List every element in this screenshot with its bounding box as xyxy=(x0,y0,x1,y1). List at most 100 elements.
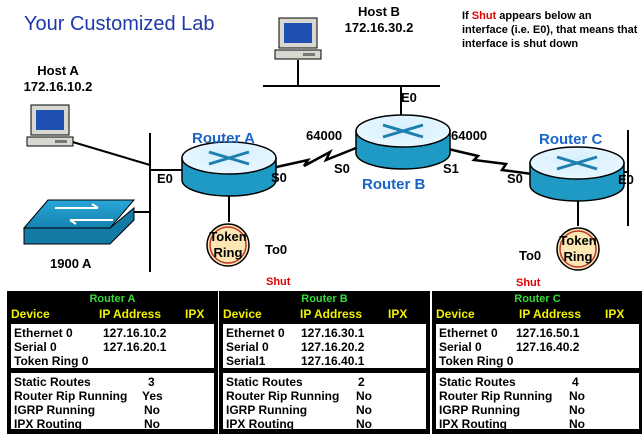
setting-value: 2 xyxy=(358,375,365,389)
router-c-panel-header: Device IP Address IPX xyxy=(433,306,642,322)
router-c-label: Router C xyxy=(539,131,603,148)
router-c-panel: Router C Device IP Address IPX Ethernet … xyxy=(432,291,642,434)
table-row: Token Ring 0 xyxy=(436,354,639,368)
token-ring-a-icon xyxy=(206,223,250,267)
token-ring-a-line1: Token xyxy=(209,229,247,244)
table-row: Ethernet 0 127.16.50.1 xyxy=(436,326,639,340)
router-c-shut-label: Shut xyxy=(516,277,541,289)
interface-ip: 127.16.50.1 xyxy=(516,326,580,340)
interface-name: Token Ring 0 xyxy=(14,354,89,368)
router-a-col-ipx: IPX xyxy=(185,307,205,321)
token-ring-c-line1: Token xyxy=(559,233,597,248)
table-row: Token Ring 0 xyxy=(11,354,214,368)
router-a-panel: Router A Device IP Address IPX Ethernet … xyxy=(7,291,218,434)
router-a-col-device: Device xyxy=(11,307,50,321)
note-shut-word: Shut xyxy=(471,10,497,22)
table-row: IPX Routing No xyxy=(436,417,639,431)
router-c-icon[interactable] xyxy=(529,146,625,202)
setting-value: 3 xyxy=(148,375,155,389)
interface-name: Serial1 xyxy=(226,354,266,368)
setting-label: IGRP Running xyxy=(226,403,308,417)
interface-name: Token Ring 0 xyxy=(439,354,514,368)
router-c-col-device: Device xyxy=(436,307,475,321)
router-c-col-ipx: IPX xyxy=(605,307,625,321)
shut-note: If Shut appears below an interface (i.e.… xyxy=(462,9,640,51)
table-row: Serial1 127.16.40.1 xyxy=(223,354,426,368)
setting-label: Router Rip Running xyxy=(226,389,340,403)
interface-name: Ethernet 0 xyxy=(14,326,73,340)
setting-value: No xyxy=(569,403,585,417)
setting-value: No xyxy=(569,389,585,403)
token-ring-a[interactable]: Token Ring xyxy=(205,222,251,268)
setting-label: Router Rip Running xyxy=(14,389,128,403)
table-row: IGRP Running No xyxy=(436,403,639,417)
table-row: Static Routes 2 xyxy=(223,375,426,389)
router-a-settings: Static Routes 3 Router Rip Running Yes IGR… xyxy=(10,372,215,431)
router-a-s0-label: S0 xyxy=(271,170,287,185)
token-ring-a-text: Token Ring xyxy=(205,222,251,268)
setting-value: 4 xyxy=(572,375,579,389)
setting-value: No xyxy=(356,417,372,431)
host-a-label: Host A 172.16.10.2 xyxy=(18,63,98,95)
router-b-e0-label: E0 xyxy=(401,90,417,105)
setting-label: IGRP Running xyxy=(14,403,96,417)
interface-ip: 127.16.20.1 xyxy=(103,340,167,354)
switch-icon[interactable] xyxy=(22,199,136,245)
router-c-to0-label: To0 xyxy=(519,248,542,263)
setting-label: IPX Routing xyxy=(439,417,507,431)
setting-label: Static Routes xyxy=(439,375,516,389)
interface-name: Ethernet 0 xyxy=(439,326,498,340)
note-prefix: If xyxy=(462,10,472,22)
router-b-col-device: Device xyxy=(223,307,262,321)
router-c-s0-label: S0 xyxy=(507,171,523,186)
token-ring-c[interactable]: Token Ring xyxy=(555,226,601,272)
interface-ip: 127.16.40.2 xyxy=(516,340,580,354)
router-b-icon[interactable] xyxy=(355,114,451,170)
setting-label: Static Routes xyxy=(14,375,91,389)
router-b-col-ip: IP Address xyxy=(300,307,363,321)
setting-label: IPX Routing xyxy=(226,417,294,431)
router-c-e0-label: E0 xyxy=(618,172,634,187)
token-ring-c-icon xyxy=(556,227,600,271)
host-a-computer-icon[interactable] xyxy=(26,104,74,147)
table-row: IPX Routing No xyxy=(223,417,426,431)
host-b-label: Host B 172.16.30.2 xyxy=(334,4,424,36)
link-ab-bandwidth: 64000 xyxy=(306,128,343,143)
interface-name: Serial 0 xyxy=(439,340,482,354)
interface-name: Serial 0 xyxy=(14,340,57,354)
router-c-interfaces: Ethernet 0 127.16.50.1 Serial 0 127.16.40.… xyxy=(435,323,640,369)
setting-value: No xyxy=(356,389,372,403)
interface-name: Serial 0 xyxy=(226,340,269,354)
interface-ip: 127.16.40.1 xyxy=(301,354,365,368)
router-a-col-ip: IP Address xyxy=(99,307,162,321)
router-b-panel-header: Device IP Address IPX xyxy=(220,306,429,322)
interface-ip: 127.16.30.1 xyxy=(301,326,365,340)
router-b-s1-label: S1 xyxy=(443,161,459,176)
router-b-col-ipx: IPX xyxy=(388,307,408,321)
setting-label: IPX Routing xyxy=(14,417,82,431)
setting-value: No xyxy=(144,403,160,417)
router-a-to0-label: To0 xyxy=(265,242,288,257)
table-row: Router Rip Running Yes xyxy=(11,389,214,403)
router-a-icon[interactable] xyxy=(181,141,277,197)
setting-value: No xyxy=(569,417,585,431)
router-b-panel-title: Router B xyxy=(301,293,348,305)
router-b-s0-label: S0 xyxy=(334,161,350,176)
setting-value: No xyxy=(356,403,372,417)
table-row: Static Routes 4 xyxy=(436,375,639,389)
router-a-e0-label: E0 xyxy=(157,171,173,186)
setting-label: Static Routes xyxy=(226,375,303,389)
router-a-panel-title: Router A xyxy=(89,293,136,305)
host-a-name: Host A xyxy=(37,63,79,78)
host-b-computer-icon[interactable] xyxy=(274,17,322,60)
setting-value: Yes xyxy=(142,389,163,403)
note-suffix: appears below an interface (i.e. E0), th… xyxy=(462,10,638,50)
setting-label: IGRP Running xyxy=(439,403,521,417)
